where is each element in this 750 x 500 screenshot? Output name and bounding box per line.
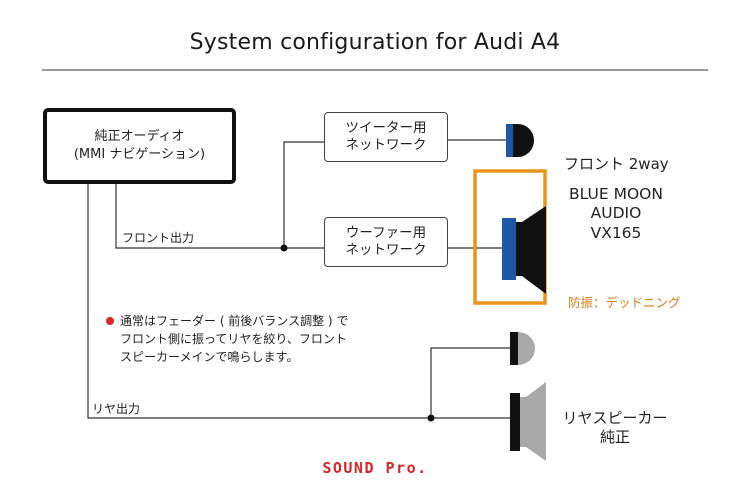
tweeter-network-line2: ネットワーク	[345, 137, 427, 153]
head-unit-line1: 純正オーディオ	[94, 129, 185, 145]
rear-woofer-icon	[510, 382, 546, 461]
front-junction-dot	[280, 244, 288, 252]
note-text: 通常はフェーダー ( 前後バランス調整 ) で フロント側に振ってリヤを絞り、フ…	[120, 312, 348, 366]
front-output-wire	[115, 184, 324, 249]
rear-speaker-line2: 純正	[599, 427, 630, 446]
sound-pro-logo: SOUND Pro.	[322, 459, 428, 477]
woofer-network-box: ウーファー用 ネットワーク	[324, 217, 448, 267]
front-woofer-icon	[502, 206, 546, 294]
woofer-network-line2: ネットワーク	[345, 242, 427, 258]
page-title: System configuration for Audi A4	[189, 30, 561, 55]
rear-tweeter-wire	[430, 347, 510, 418]
tweeter-network-box: ツイーター用 ネットワーク	[324, 112, 448, 162]
head-unit-line2: (MMI ナビゲーション)	[73, 147, 206, 162]
rear-tweeter-icon	[510, 332, 535, 365]
rear-speaker-label: リヤスピーカー 純正	[560, 409, 670, 447]
note-line1: 通常はフェーダー ( 前後バランス調整 ) で	[120, 314, 349, 328]
damping-label: 防振：デッドニング	[568, 295, 681, 310]
front-output-label: フロント出力	[122, 231, 195, 245]
head-unit-box: 純正オーディオ (MMI ナビゲーション)	[43, 108, 236, 184]
rear-junction-dot	[427, 414, 435, 422]
brand-line2: AUDIO	[590, 204, 642, 223]
note-line3: スピーカーメインで鳴らします。	[120, 350, 299, 364]
brand-line3: VX165	[590, 223, 642, 242]
front-tweeter-icon	[506, 124, 534, 157]
rear-output-wire	[87, 184, 510, 419]
woofer-network-line1: ウーファー用	[345, 225, 427, 242]
rear-output-label: リヤ出力	[92, 402, 141, 416]
brand-label: BLUE MOON AUDIO VX165	[556, 185, 676, 243]
tweeter-network-line1: ツイーター用	[345, 120, 427, 137]
brand-line1: BLUE MOON	[569, 185, 663, 203]
rear-speaker-line1: リヤスピーカー	[562, 409, 668, 427]
note-bullet-icon	[106, 317, 114, 325]
front-speaker-label: フロント 2way	[564, 155, 669, 173]
tweeter-branch-wire	[283, 141, 324, 248]
note-line2: フロント側に振ってリヤを絞り、フロント	[120, 332, 347, 346]
